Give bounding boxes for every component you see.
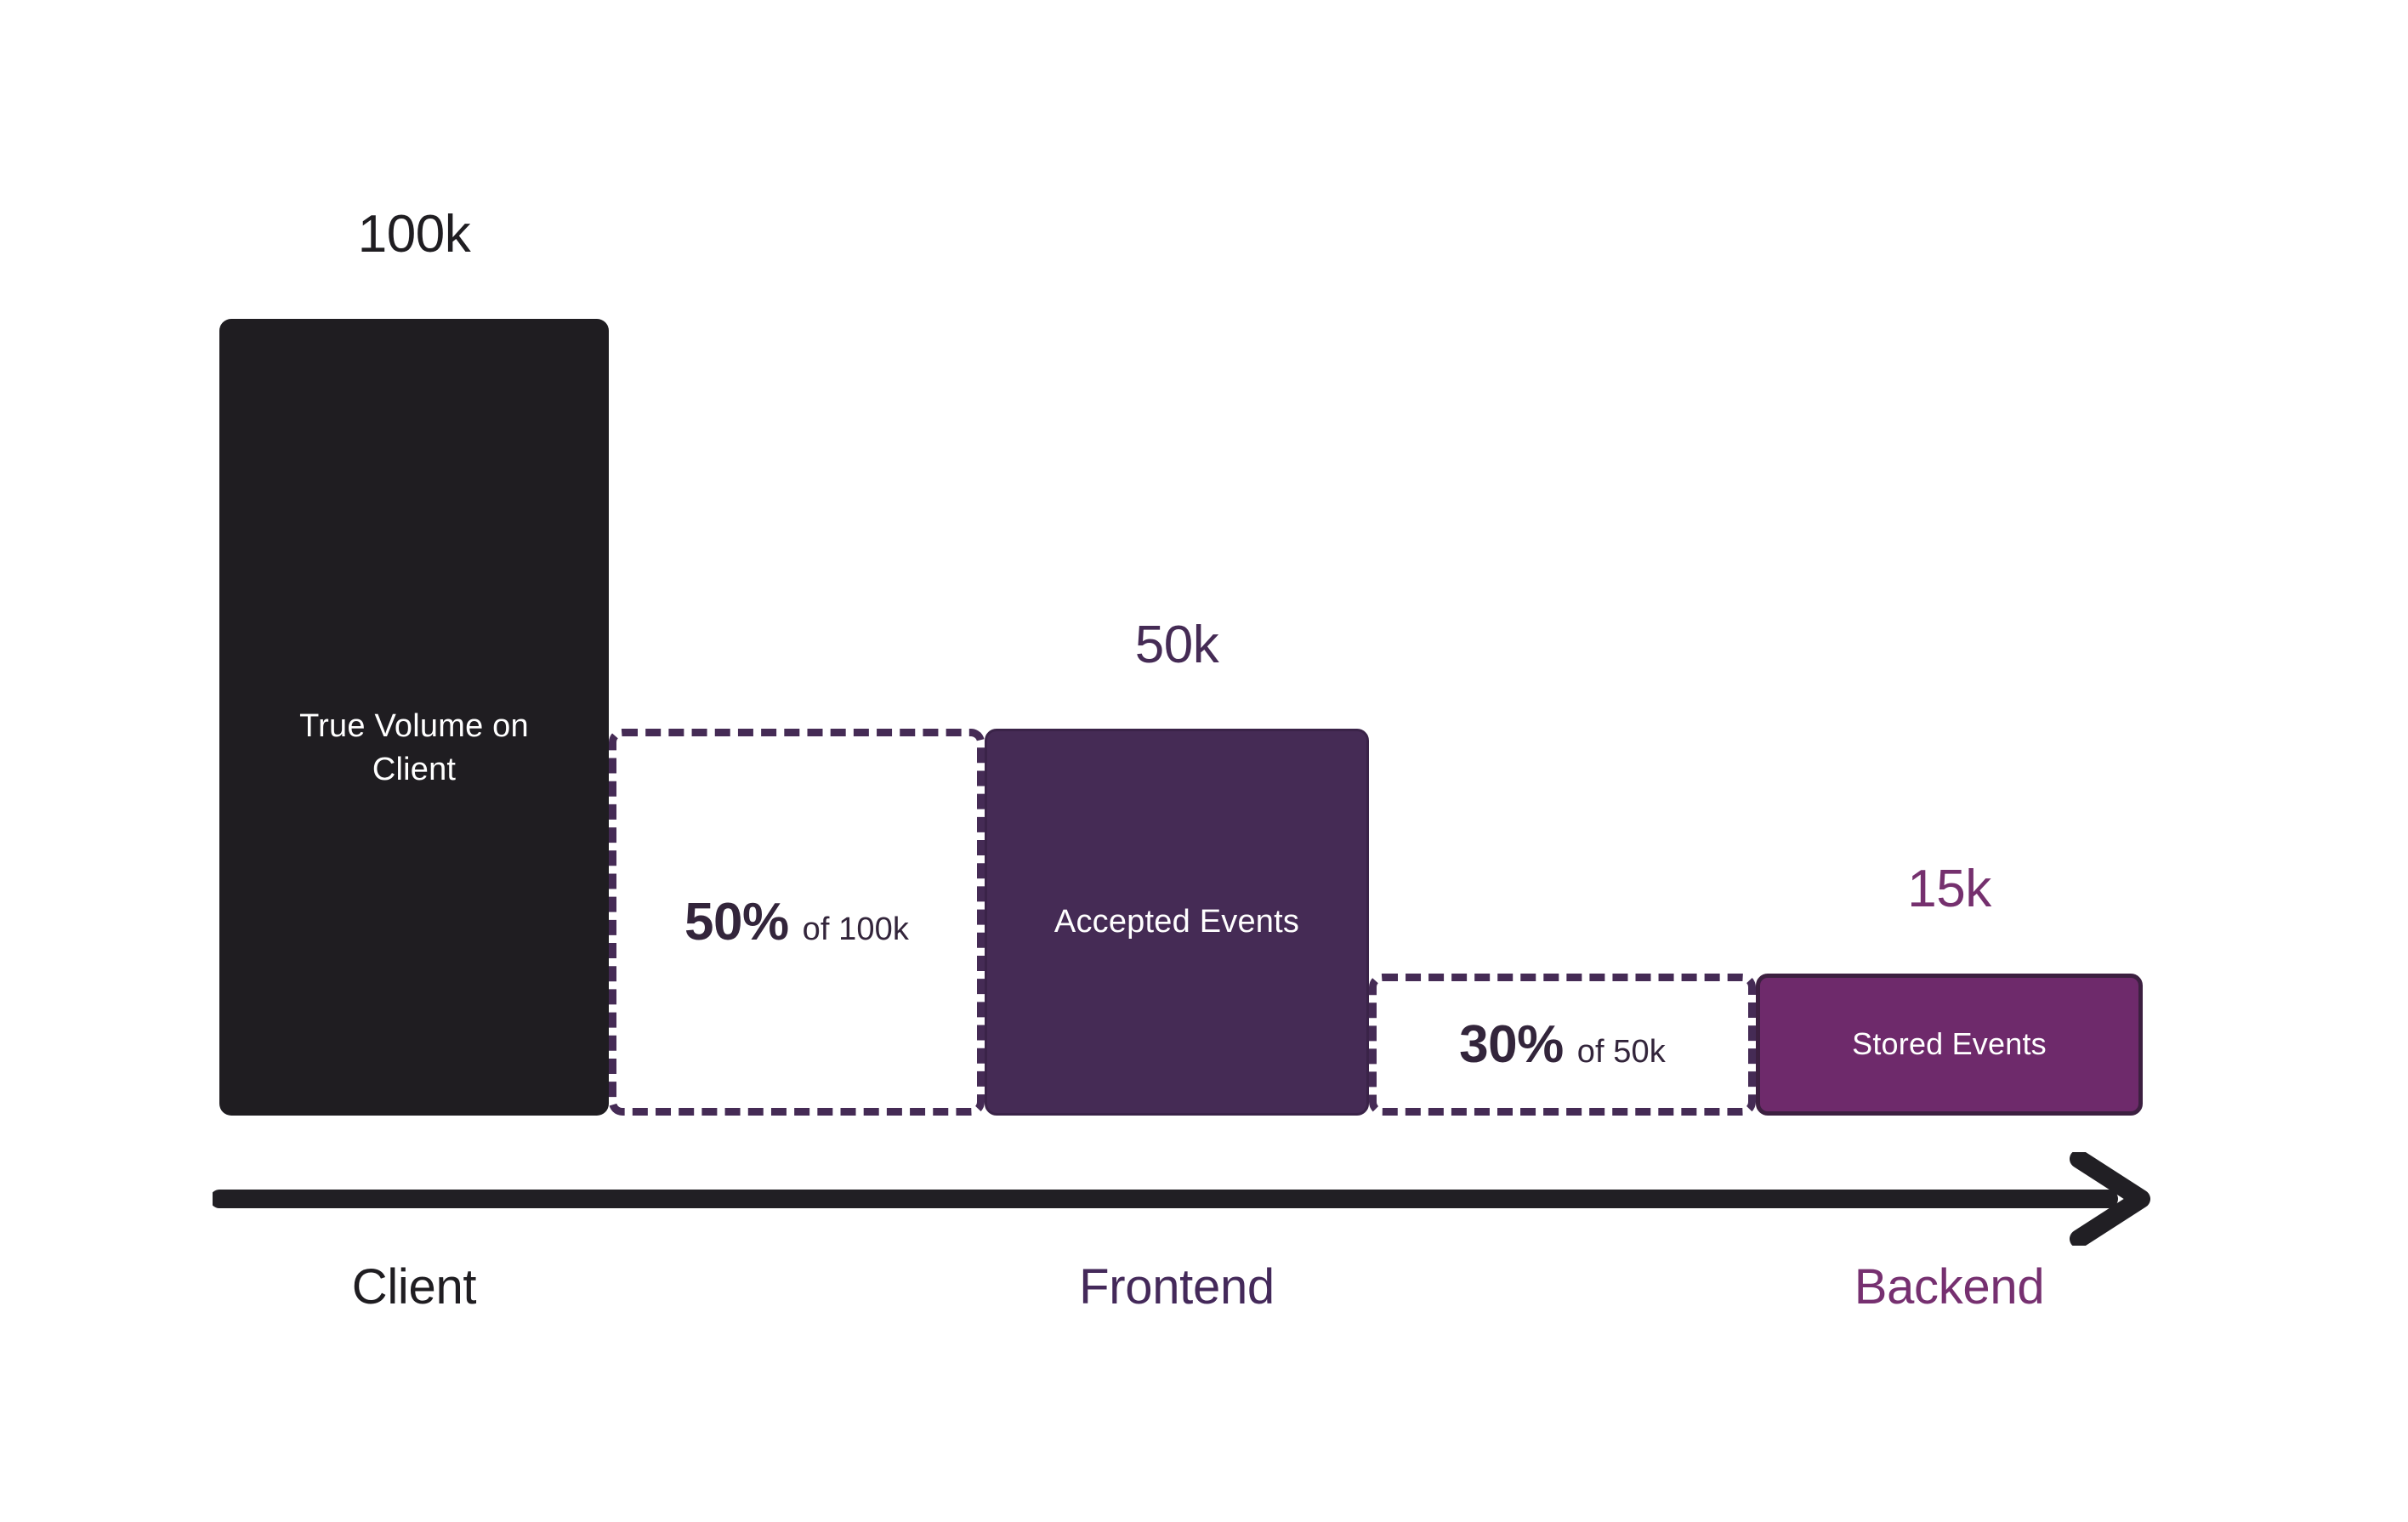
bar-backend: Stored Events [1756, 974, 2143, 1116]
right-arrow-icon [213, 1152, 2150, 1246]
dropoff-text-backend: 30% of 50k [1459, 1014, 1666, 1075]
bar-label-backend: Stored Events [1852, 1026, 2047, 1062]
value-label-frontend: 50k [1134, 616, 1219, 674]
dropoff-basis-backend: of 50k [1576, 1034, 1666, 1070]
bar-label-frontend: Accepted Events [1054, 904, 1300, 940]
bar-frontend: Accepted Events [985, 729, 1369, 1116]
bar-client: True Volume on Client [219, 319, 609, 1116]
value-label-backend: 15k [1907, 860, 1991, 918]
dropoff-text-frontend: 50% of 100k [684, 892, 909, 952]
axis-label-client: Client [351, 1259, 477, 1315]
value-label-client: 100k [357, 205, 471, 264]
axis-label-backend: Backend [1854, 1259, 2045, 1315]
dropoff-basis-frontend: of 100k [802, 911, 909, 947]
dropoff-box-frontend: 50% of 100k [609, 729, 985, 1116]
dropoff-percent-frontend: 50% [684, 893, 789, 951]
bar-label-client: True Volume on Client [299, 708, 529, 787]
dropoff-percent-backend: 30% [1459, 1015, 1564, 1074]
axis-label-frontend: Frontend [1079, 1259, 1275, 1315]
dropoff-box-backend: 30% of 50k [1369, 974, 1756, 1116]
